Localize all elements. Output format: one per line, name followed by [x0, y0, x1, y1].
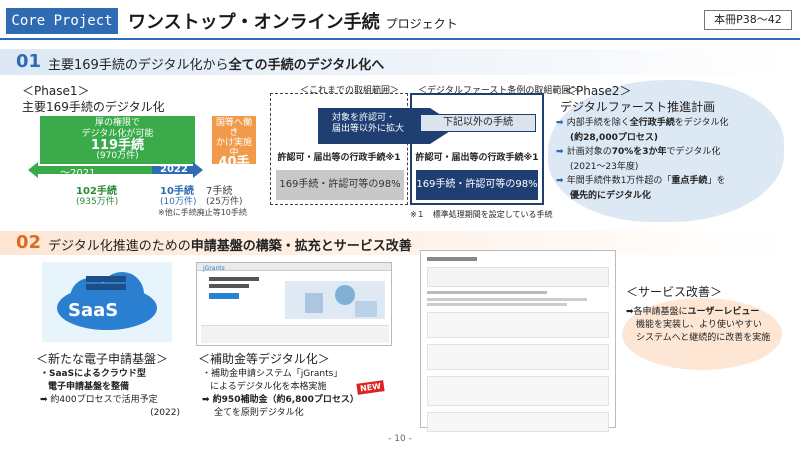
service3-line2: 機能を実装し、より使いやすい	[636, 320, 762, 330]
service2-heading: ＜補助金等デジタル化＞	[198, 352, 330, 366]
phase1-green-box: 厚の権限で デジタル化が可能 119手続 (970万件)	[40, 116, 195, 164]
orange-cases: (130万件)	[212, 178, 256, 188]
service1-line3: ➡ 約400プロセスで活用予定	[40, 395, 158, 405]
jgrants-illustration	[285, 281, 385, 319]
section2-heading: デジタル化推進のための申請基盤の構築・拡充とサービス改善	[48, 235, 412, 254]
diagram-left-title: ＜これまでの取組範囲＞	[300, 86, 400, 96]
expand-line1: 対象を許認可・	[332, 113, 396, 123]
service3-line3: システムへと継続的に改善を実施	[636, 333, 771, 343]
diagram-left-box	[270, 93, 408, 205]
jgrants-topbar	[197, 263, 391, 271]
right-row-label-text: 許認可・届出等の行政手続	[415, 153, 524, 163]
phase2-bubble	[548, 80, 784, 222]
phase2-heading: ＜Phase2＞	[564, 84, 632, 98]
page-reference: 本冊P38～42	[704, 10, 792, 30]
section2-heading-bold: 申請基盤の構築・拡充とサービス改善	[190, 239, 412, 254]
section2-heading-prefix: デジタル化推進のための	[48, 239, 191, 254]
diagram-left-row-label: 許認可・届出等の行政手続※1	[272, 150, 406, 164]
count-2022: 10手続	[160, 186, 194, 197]
title-sub: プロジェクト	[385, 17, 458, 31]
phase2-subheading: デジタルファースト推進計画	[560, 100, 716, 114]
jgrants-site-name: jGrants	[203, 265, 225, 272]
section1-heading-bold: 全ての手続のデジタル化へ	[228, 58, 385, 73]
phase2-item-1: ➡ 内部手続を除く全行政手続をデジタル化	[556, 118, 729, 128]
section1-band	[0, 49, 790, 75]
header-rule	[0, 38, 800, 40]
count-2022-sub: (10万件)	[160, 197, 197, 207]
section1-number: 01	[16, 51, 42, 72]
count-2021-sub: (935万件)	[76, 197, 119, 207]
phase2-item-3: ➡ 年間手続件数1万件超の「重点手続」を	[556, 176, 726, 186]
jgrants-hero-text	[209, 277, 269, 317]
section1-heading-prefix: 主要169手続のデジタル化から	[48, 58, 229, 73]
diagram-right-title: ＜デジタルファースト条例の取組範囲＞	[418, 86, 580, 96]
project-tag: Core Project 3	[6, 8, 118, 55]
left-row-label-text: 許認可・届出等の行政手続	[277, 153, 386, 163]
diagram-right-box	[410, 93, 544, 205]
orange-line1: 国等へ働き	[215, 118, 252, 138]
service2-line4: 全てを原則デジタル化	[214, 408, 304, 418]
service3-bubble	[622, 298, 782, 370]
phase2-item-2-sub: (2021～23年度)	[570, 161, 639, 172]
service2-line2: によるデジタル化を本格実施	[210, 382, 327, 392]
service1-line1: ・SaaSによるクラウド型	[40, 369, 146, 379]
service2-line1: ・補助金申請システム「jGrants」	[202, 369, 343, 379]
diagram-footnote: ※１ 標準処理期間を設定している手続	[410, 210, 553, 219]
service3-text: ➡各申請基盤にユーザーレビュー 機能を実装し、より使いやすい システムへと継続的…	[626, 306, 786, 345]
service2-line3: ➡ 約950補助金（約6,800プロセス）	[202, 395, 359, 405]
phase1-heading: ＜Phase1＞	[22, 84, 90, 98]
service1-line4: (2022)	[150, 408, 180, 418]
service1-text: ・SaaSによるクラウド型 電子申請基盤を整備 ➡ 約400プロセスで活用予定 …	[40, 368, 190, 420]
arrow-2022	[152, 162, 203, 178]
green-line1: 厚の権限で	[94, 118, 140, 128]
orange-line2: かけ実施中	[215, 138, 252, 158]
phase1-subheading: 主要169手続のデジタル化	[22, 100, 165, 114]
diagram-expand-label: 対象を許認可・ 届出等以外に拡大	[332, 113, 404, 135]
diagram-left-gray: 169手続・許認可等の98%	[276, 170, 404, 200]
saas-image	[42, 262, 172, 342]
service1-heading: ＜新たな電子申請基盤＞	[36, 352, 169, 366]
page-title: ワンストップ・オンライン手続プロジェクト	[128, 8, 458, 34]
page-number: - 10 -	[388, 434, 412, 444]
jgrants-screenshot: jGrants	[196, 262, 392, 346]
title-main: ワンストップ・オンライン手続	[128, 12, 380, 33]
service3-heading: ＜サービス改善＞	[626, 285, 723, 299]
section2-number: 02	[16, 232, 42, 253]
phase1-orange-box: 国等へ働き かけ実施中 40手続 (130万件)	[212, 116, 256, 188]
right-row-note: ※1	[523, 153, 539, 163]
cloud-icon	[57, 272, 157, 330]
review-form-screenshot	[420, 250, 616, 432]
phase2-item-1-sub: (約28,000プロセス)	[570, 132, 658, 143]
arrow-2021-label: ～2021	[60, 168, 96, 179]
green-line2: デジタル化が可能	[81, 129, 154, 139]
left-row-note: ※1	[385, 153, 401, 163]
count-extra-sub: (25万件)	[206, 197, 243, 207]
saas-logo-text: SaaS	[68, 300, 119, 321]
orange-count: 40手続	[218, 155, 250, 180]
diagram-right-blue: 169手続・許認可等の98%	[416, 170, 538, 200]
phase2-item-3-sub: 優先的にデジタル化	[570, 190, 651, 201]
jgrants-bottom-strip	[201, 325, 389, 343]
section2-band	[0, 231, 790, 255]
green-cases: (970万件)	[96, 151, 139, 161]
service1-line2: 電子申請基盤を整備	[48, 382, 130, 392]
phase1-timeline-arrows	[28, 162, 203, 178]
diagram-right-row-label: 許認可・届出等の行政手続※1	[412, 150, 542, 164]
phase2-item-2: ➡ 計画対象の70%を3か年でデジタル化	[556, 147, 721, 157]
diagram-other-label: 下記以外の手続	[420, 114, 536, 132]
arrow-2022-label: 2022	[160, 164, 188, 175]
expand-line2: 届出等以外に拡大	[332, 124, 405, 134]
phase2-list: ➡ 内部手続を除く全行政手続をデジタル化 (約28,000プロセス) ➡ 計画対…	[556, 116, 776, 203]
phase1-note: ※他に手続廃止等10手続	[158, 208, 247, 217]
green-count: 119手続	[90, 138, 145, 153]
arrow-2021	[28, 162, 152, 178]
service2-text: ・補助金申請システム「jGrants」 によるデジタル化を本格実施 ➡ 約950…	[202, 368, 392, 420]
section1-heading: 主要169手続のデジタル化から全ての手続のデジタル化へ	[48, 54, 384, 73]
service3-line1: ➡各申請基盤にユーザーレビュー	[626, 307, 760, 317]
count-extra: 7手続	[206, 186, 233, 197]
count-2021: 102手続	[76, 186, 117, 197]
